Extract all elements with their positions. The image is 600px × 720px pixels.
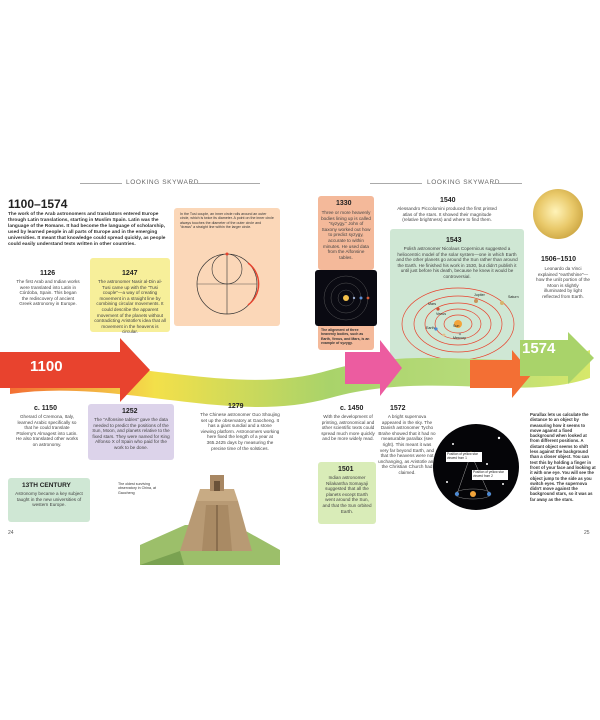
text-1252: The "Alfonsine tables" gave the data nee… bbox=[92, 417, 170, 450]
planet-label-saturn: Saturn bbox=[508, 295, 519, 299]
year-1572: 1572 bbox=[390, 405, 406, 412]
header-rule-right bbox=[370, 183, 422, 184]
parallax-text: Parallax lets us calculate the distance … bbox=[530, 412, 596, 502]
arrow-end-year: 1574 bbox=[522, 340, 556, 357]
text-1150: Gherard of Cremona, Italy, learned Arabi… bbox=[15, 414, 79, 447]
moon-image bbox=[533, 189, 583, 239]
syzygy-caption-box bbox=[318, 326, 374, 350]
year-13th-century: 13TH CENTURY bbox=[22, 482, 71, 489]
header-left: LOOKING SKYWARD bbox=[126, 179, 200, 186]
text-1540: Alessandro Piccolomini produced the firs… bbox=[397, 206, 497, 223]
tusi-couple-diagram bbox=[196, 252, 260, 315]
year-1540: 1540 bbox=[440, 197, 456, 204]
header-right: LOOKING SKYWARD bbox=[427, 179, 501, 186]
tusi-diagram-box bbox=[174, 208, 280, 326]
planet-label-earth: Earth bbox=[426, 326, 435, 330]
year-1252: 1252 bbox=[122, 408, 138, 415]
text-1543: Polish astronomer Nicolaus Copernicus su… bbox=[396, 246, 518, 279]
box-1252 bbox=[88, 404, 174, 460]
planet-label-jupiter: Jupiter bbox=[474, 293, 485, 297]
tusi-caption: In the Tusi couple, an inner circle roll… bbox=[180, 212, 274, 230]
year-1126: 1126 bbox=[40, 270, 56, 277]
timeline-arrow bbox=[0, 332, 594, 407]
page-number-right: 25 bbox=[584, 530, 590, 536]
observatory-illustration bbox=[140, 475, 280, 565]
text-1330: Three or more heavenly bodies lining up … bbox=[321, 210, 371, 260]
box-13th-century bbox=[8, 478, 90, 522]
text-1501: Indian astronomer Nilakantha Somayaji su… bbox=[322, 475, 372, 514]
box-1247 bbox=[90, 258, 170, 332]
text-1450: With the development of printing, astron… bbox=[321, 414, 375, 442]
page-number-left: 24 bbox=[8, 530, 14, 536]
text-1126: The first Arab and Indian works were tra… bbox=[16, 279, 80, 307]
box-1543 bbox=[390, 229, 524, 367]
header-rule-left-2 bbox=[190, 183, 260, 184]
planet-label-venus: Venus bbox=[436, 312, 446, 316]
text-1247: The astronomer Nasir al-Din al-Tusi came… bbox=[94, 279, 166, 335]
arrow-start-year: 1100 bbox=[30, 358, 63, 375]
syzygy-planets-icon bbox=[323, 275, 370, 321]
text-1279: The Chinese astronomer Guo Shoujing set … bbox=[200, 412, 280, 451]
year-1330: 1330 bbox=[336, 200, 352, 207]
text-1572: A bright supernova appeared in the sky. … bbox=[378, 414, 436, 475]
planet-label-mars: Mars bbox=[428, 302, 436, 306]
header-rule-right-2 bbox=[492, 183, 522, 184]
year-1501: 1501 bbox=[338, 466, 354, 473]
parallax-label-1: Position of yellow star viewed from 1 bbox=[446, 452, 482, 462]
year-1543: 1543 bbox=[446, 237, 462, 244]
syzygy-image bbox=[315, 270, 377, 326]
box-1330 bbox=[318, 196, 374, 270]
text-1506: Leonardo da Vinci explained "earthshine"… bbox=[536, 266, 590, 299]
page-title: 1100–1574 bbox=[8, 197, 68, 211]
parallax-star-image bbox=[433, 424, 519, 510]
year-1150: c. 1150 bbox=[34, 405, 57, 412]
header-rule-left bbox=[80, 183, 122, 184]
year-1506: 1506–1510 bbox=[541, 256, 577, 263]
text-13th-century: Astronomy became a key subject taught in… bbox=[15, 491, 83, 508]
planet-label-sun: Sun bbox=[453, 324, 460, 328]
planet-label-mercury: Mercury bbox=[453, 336, 466, 340]
observatory-caption: The oldest surviving observatory in Chin… bbox=[118, 482, 156, 495]
year-1450: c. 1450 bbox=[340, 405, 364, 412]
year-1247: 1247 bbox=[122, 270, 138, 277]
syzygy-caption: The alignment of three heavenly bodies, … bbox=[321, 328, 370, 345]
parallax-diagram bbox=[446, 436, 504, 500]
box-1501 bbox=[318, 462, 376, 524]
year-1279: 1279 bbox=[228, 403, 244, 410]
parallax-label-2: Position of yellow star viewed from 2 bbox=[472, 470, 508, 480]
intro-text: The work of the Arab astronomers and tra… bbox=[8, 212, 166, 247]
